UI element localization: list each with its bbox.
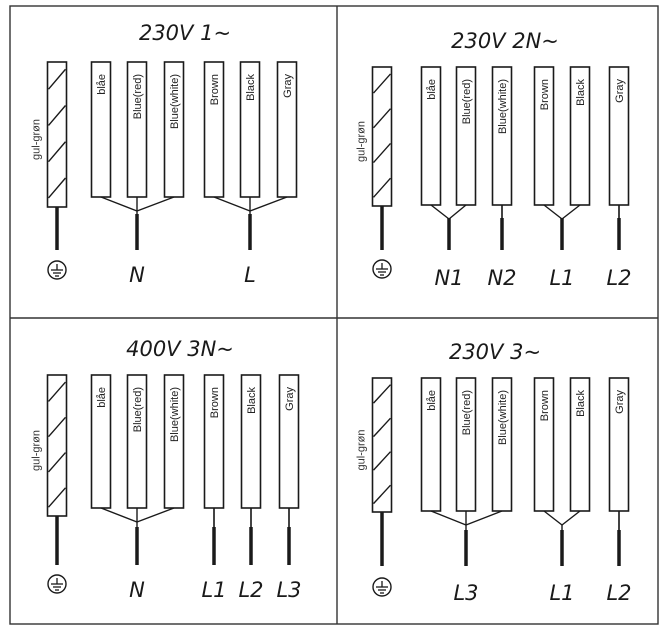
wire-label: Black	[575, 79, 587, 106]
earth-stripe	[47, 452, 67, 473]
bridge-line	[100, 196, 138, 212]
earth-stripe	[372, 417, 392, 438]
earth-stripe	[47, 177, 67, 199]
earth-wire	[46, 374, 68, 517]
bridge-line	[213, 196, 251, 212]
terminal-label: L2	[606, 266, 631, 290]
wire-label: Blue(white)	[169, 387, 181, 442]
bridge-line	[136, 196, 175, 212]
wire-label: blåe	[96, 387, 108, 408]
panel-title: 230V 3~	[449, 340, 541, 364]
wire-label: Blue(red)	[461, 390, 473, 435]
wire-label: blåe	[426, 390, 438, 411]
bridge-line	[561, 510, 581, 526]
earth-stripe	[47, 68, 67, 90]
earth-label: gul-grøn	[356, 430, 368, 471]
bridge-line	[430, 510, 467, 526]
terminal-label: L	[244, 263, 256, 287]
terminal-label: L1	[549, 581, 574, 605]
wire-label: Blue(red)	[132, 387, 144, 432]
panel-4: 230V 3~ gul-grøn blåe Blue(red) Blue(white) B…	[356, 340, 632, 605]
earth-label: gul-grøn	[31, 430, 43, 471]
terminal-label: L3	[276, 578, 301, 602]
earth-stripe	[372, 73, 392, 94]
earth-label: gul-grøn	[31, 119, 43, 160]
bridge-line	[100, 507, 138, 523]
earth-label: gul-grøn	[356, 121, 368, 162]
bridge-line	[465, 510, 503, 526]
bridge-line	[561, 204, 581, 220]
panel-title: 400V 3N~	[126, 337, 234, 361]
bridge-line	[543, 204, 563, 220]
wire-label: Gray	[614, 390, 626, 414]
wire-label: blåe	[426, 79, 438, 100]
terminal-label: L2	[238, 578, 263, 602]
earth-stripe	[372, 177, 392, 198]
earth-ground-icon	[47, 574, 67, 594]
wire-label: Blue(white)	[169, 74, 181, 129]
wire-label: Black	[245, 74, 257, 101]
earth-stripe	[372, 484, 392, 505]
earth-stripe	[47, 381, 67, 402]
terminal-label: L1	[201, 578, 226, 602]
earth-stripe	[372, 384, 392, 404]
wire-label: Brown	[209, 74, 221, 105]
earth-wire	[371, 66, 393, 207]
terminal-label: N	[129, 578, 145, 602]
bridge-line	[543, 510, 563, 526]
wire-label: Blue(red)	[132, 74, 144, 119]
terminal-label: N1	[434, 266, 463, 290]
wire-label: Gray	[284, 387, 296, 411]
earth-stripe	[47, 487, 67, 508]
terminal-label: L1	[549, 266, 574, 290]
earth-stripe	[372, 142, 392, 164]
terminal-label: L2	[606, 581, 631, 605]
panel-3: 400V 3N~ gul-grøn blåe Blue(red) Blue(white)…	[31, 337, 302, 602]
wire-label: Brown	[539, 79, 551, 110]
outer-frame	[9, 5, 659, 625]
bridge-line	[249, 196, 288, 212]
wire-label: Blue(white)	[497, 390, 509, 445]
wire-label: Gray	[282, 74, 294, 98]
bridge-line	[448, 204, 467, 220]
earth-ground-icon	[47, 260, 67, 280]
wire-label: Blue(red)	[461, 79, 473, 124]
terminal-label: N	[129, 263, 145, 287]
earth-stripe	[372, 451, 392, 471]
earth-stripe	[47, 416, 67, 438]
wire-label: Gray	[614, 79, 626, 103]
terminal-label: L3	[453, 581, 478, 605]
wire-label: Black	[575, 390, 587, 417]
panel-title: 230V 2N~	[451, 29, 559, 53]
earth-wire	[46, 61, 68, 208]
earth-ground-icon	[372, 259, 392, 279]
wire-label: Brown	[539, 390, 551, 421]
wire-label: Blue(white)	[497, 79, 509, 134]
terminal-label: N2	[487, 266, 516, 290]
earth-stripe	[372, 108, 392, 129]
earth-ground-icon	[372, 577, 392, 597]
bridge-line	[136, 507, 175, 523]
panel-title: 230V 1~	[139, 21, 231, 45]
earth-stripe	[47, 141, 67, 163]
panel-2: 230V 2N~ gul-grøn blåe Blue(red) Blue(white)…	[356, 29, 632, 290]
wire-label: Brown	[209, 387, 221, 418]
bridge-line	[430, 204, 450, 220]
earth-wire	[371, 377, 393, 513]
wire-label: blåe	[96, 74, 108, 95]
panel-1: 230V 1~ gul-grøn blåe Blue(red) Blue(white) B…	[31, 21, 298, 287]
earth-stripe	[47, 105, 67, 126]
wire-label: Black	[246, 387, 258, 414]
